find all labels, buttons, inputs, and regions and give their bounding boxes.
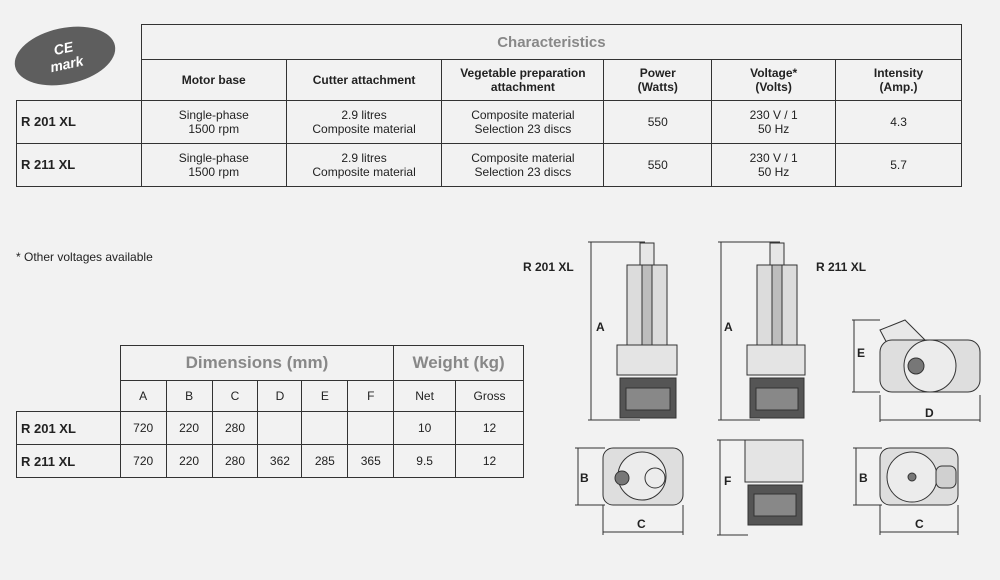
characteristics-title: Characteristics — [140, 24, 963, 60]
weight-net-cell: 10 — [393, 411, 457, 445]
header-intensity: Intensity(Amp.) — [835, 59, 962, 101]
dim-col-d: D — [257, 380, 303, 412]
r211-top-open-drawing — [852, 319, 981, 422]
dim-cell — [347, 411, 395, 445]
dim-label-a-r211: A — [724, 320, 733, 334]
dim-col-f: F — [347, 380, 395, 412]
r201-top-drawing — [575, 447, 684, 535]
drawing-label-r201: R 201 XL — [523, 260, 574, 274]
table-row: R 211 XL 720 220 280 362 285 365 9.5 12 — [16, 444, 524, 478]
dim-label-a-r201: A — [596, 320, 605, 334]
dim-cell: 220 — [165, 411, 213, 445]
weight-col-gross: Gross — [455, 380, 524, 412]
dim-cell: 280 — [211, 411, 259, 445]
dim-cell: 720 — [119, 444, 167, 478]
intensity-cell: 5.7 — [835, 143, 962, 187]
weight-gross-cell: 12 — [455, 444, 524, 478]
weight-net-cell: 9.5 — [393, 444, 457, 478]
dim-col-e: E — [301, 380, 349, 412]
power-cell: 550 — [603, 143, 713, 187]
header-motor-base: Motor base — [140, 59, 287, 101]
dim-cell: 720 — [119, 411, 167, 445]
model-name: R 211 XL — [16, 444, 121, 478]
power-cell: 550 — [603, 100, 713, 144]
characteristics-table: Characteristics Motor base Cutter attach… — [16, 24, 963, 187]
dimensions-weight-table: Dimensions (mm) Weight (kg) A B C D E F … — [16, 345, 524, 478]
r201-front-drawing — [588, 241, 678, 421]
dim-label-b-r211: B — [859, 471, 868, 485]
dim-col-c: C — [211, 380, 259, 412]
header-power: Power(Watts) — [603, 59, 713, 101]
dim-label-c-r211: C — [915, 517, 924, 531]
model-name: R 211 XL — [16, 143, 142, 187]
voltage-footnote: * Other voltages available — [16, 250, 153, 264]
r211-top-drawing — [853, 447, 959, 535]
dim-label-c-r201: C — [637, 517, 646, 531]
dim-cell: 362 — [257, 444, 303, 478]
weight-col-net: Net — [393, 380, 457, 412]
dim-label-b-r201: B — [580, 471, 589, 485]
dim-label-d: D — [925, 406, 934, 420]
header-voltage: Voltage*(Volts) — [711, 59, 837, 101]
dim-col-a: A — [119, 380, 167, 412]
drawing-label-r211: R 211 XL — [816, 260, 866, 274]
dim-cell: 365 — [347, 444, 395, 478]
dim-cell: 220 — [165, 444, 213, 478]
r211-front-drawing — [718, 241, 806, 421]
dim-label-f: F — [724, 474, 731, 488]
r211-side-drawing — [717, 439, 804, 536]
model-name: R 201 XL — [16, 411, 121, 445]
dim-label-e: E — [857, 346, 865, 360]
dim-cell: 285 — [301, 444, 349, 478]
